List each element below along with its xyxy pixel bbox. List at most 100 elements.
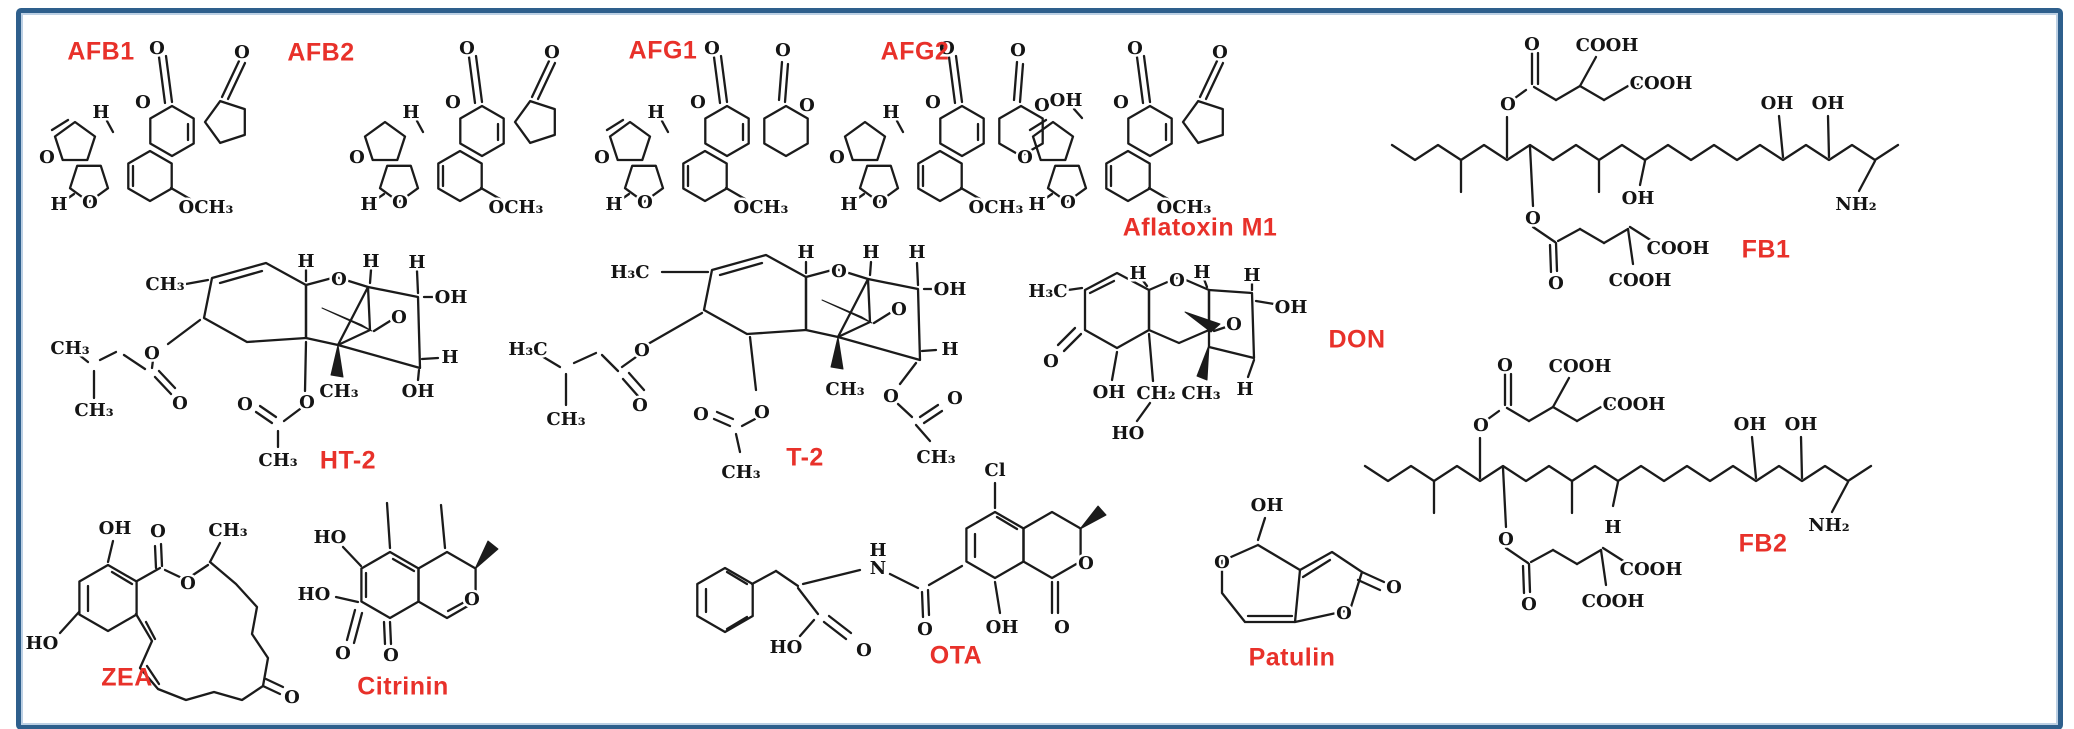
bond [750,569,778,586]
bond [1139,276,1149,288]
bond [920,590,925,619]
atom-label: O [392,192,408,213]
label-t2: T-2 [786,443,824,472]
bond [774,569,800,588]
bond [536,61,557,101]
bond [191,563,210,577]
bond [740,417,757,428]
label-afb1: AFB1 [67,37,135,66]
atom-label: O [1113,92,1129,113]
bond [1578,55,1598,88]
bond [1602,84,1630,102]
ring [939,104,985,158]
atom-label: O [1060,192,1076,213]
ring [53,120,97,162]
bond [1056,326,1077,347]
bond [1638,159,1647,187]
bond [1601,546,1627,564]
bond [1548,243,1553,274]
ring [68,164,110,204]
bond [796,586,820,616]
bond [927,564,964,587]
atom-label: NH₂ [1808,515,1849,536]
bond [660,119,670,134]
atom-label: O [237,394,253,415]
label-zea: ZEA [101,663,153,692]
bond [1254,299,1276,306]
atom-label: NH₂ [1835,194,1876,215]
bond [1356,578,1382,592]
wedge-bond [1079,505,1107,530]
atom-label: H [1243,265,1260,286]
bond [1018,62,1025,104]
atom-label: COOH [1609,270,1672,291]
bond [627,371,646,392]
atom-label: OH [1275,297,1308,318]
bond [352,611,364,645]
bond [1578,84,1606,102]
atom-label: O [1212,42,1228,63]
atom-label: H [1028,194,1045,215]
bond [1575,548,1603,566]
bond [1028,118,1048,132]
bond [439,503,447,550]
bond [1575,405,1603,423]
atom-label: OH [1050,90,1083,111]
bond [1301,558,1332,579]
chain-bond [134,560,270,702]
bond [150,358,155,370]
bond [712,55,722,105]
bond [1826,114,1831,159]
bond [1521,564,1526,595]
atom-label: H [605,194,622,215]
bond [1554,84,1582,102]
bond [1012,60,1019,102]
atom-label: O [234,42,250,63]
atom-label: HO [770,637,803,658]
ring [608,120,652,162]
bond [1147,332,1155,383]
ring [1127,104,1173,158]
atom-label: OH [1093,382,1126,403]
ring [1181,99,1224,145]
atom-label: H [1604,517,1621,538]
atom-label: O [1169,270,1185,291]
bond [153,375,173,396]
bond [572,351,598,365]
bond [135,566,162,583]
bond [415,119,425,134]
atom-label: H [941,339,958,360]
atom-label: O [632,395,648,416]
ring [363,120,407,162]
bond [415,269,420,295]
atom-label: O [150,521,166,542]
label-fb1: FB1 [1741,235,1791,264]
ring [127,149,173,203]
bond [1135,55,1145,105]
label-afg2: AFG2 [880,37,950,66]
atom-label: COOH [1603,394,1666,415]
bond [1551,548,1579,566]
ring [1105,149,1151,203]
label-ota: OTA [929,641,983,670]
bond [1527,405,1555,423]
bond [479,186,502,201]
atom-label: O [1054,617,1070,638]
bond [261,684,282,696]
atom-label: O [1498,529,1514,550]
bond [530,59,551,99]
atom-label: O [947,388,963,409]
bond [1857,159,1877,193]
atom-label: H [1193,262,1210,283]
bond [303,340,308,393]
bond [801,568,862,586]
bond [385,501,392,550]
bond [920,348,938,353]
wedge-bond [330,344,344,378]
atom-label: O [39,147,55,168]
bond [719,54,729,104]
